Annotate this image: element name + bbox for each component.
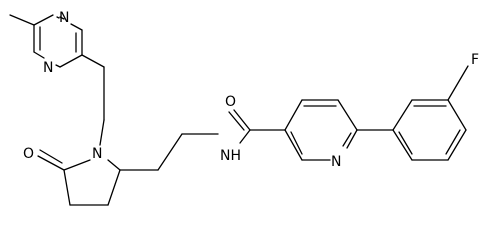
- atom-label-n-pyrazine-bottom: N: [43, 60, 53, 76]
- atom-label-n-lactam: N: [92, 146, 102, 162]
- atom-label-o-amide: O: [225, 94, 236, 110]
- fluorophenyl-ring: [392, 65, 469, 161]
- atom-label-n-pyridine: N: [331, 154, 341, 170]
- structure-diagram: N N N O O NH N F: [9, 10, 479, 206]
- atom-label-o-lactam: O: [23, 146, 34, 162]
- pyridine-ring: [284, 99, 358, 161]
- atom-label-n-pyrazine-top: N: [59, 10, 69, 26]
- atom-label-nh-amide: NH: [220, 148, 241, 164]
- pyrazine-ring: [9, 14, 105, 68]
- pyrrolidinone-ring: [37, 149, 121, 206]
- amide-group: [228, 109, 286, 144]
- molecule-drawing: N N N O O NH N F: [9, 10, 479, 206]
- ethyl-linker: [119, 133, 219, 171]
- atom-label-f: F: [471, 52, 479, 68]
